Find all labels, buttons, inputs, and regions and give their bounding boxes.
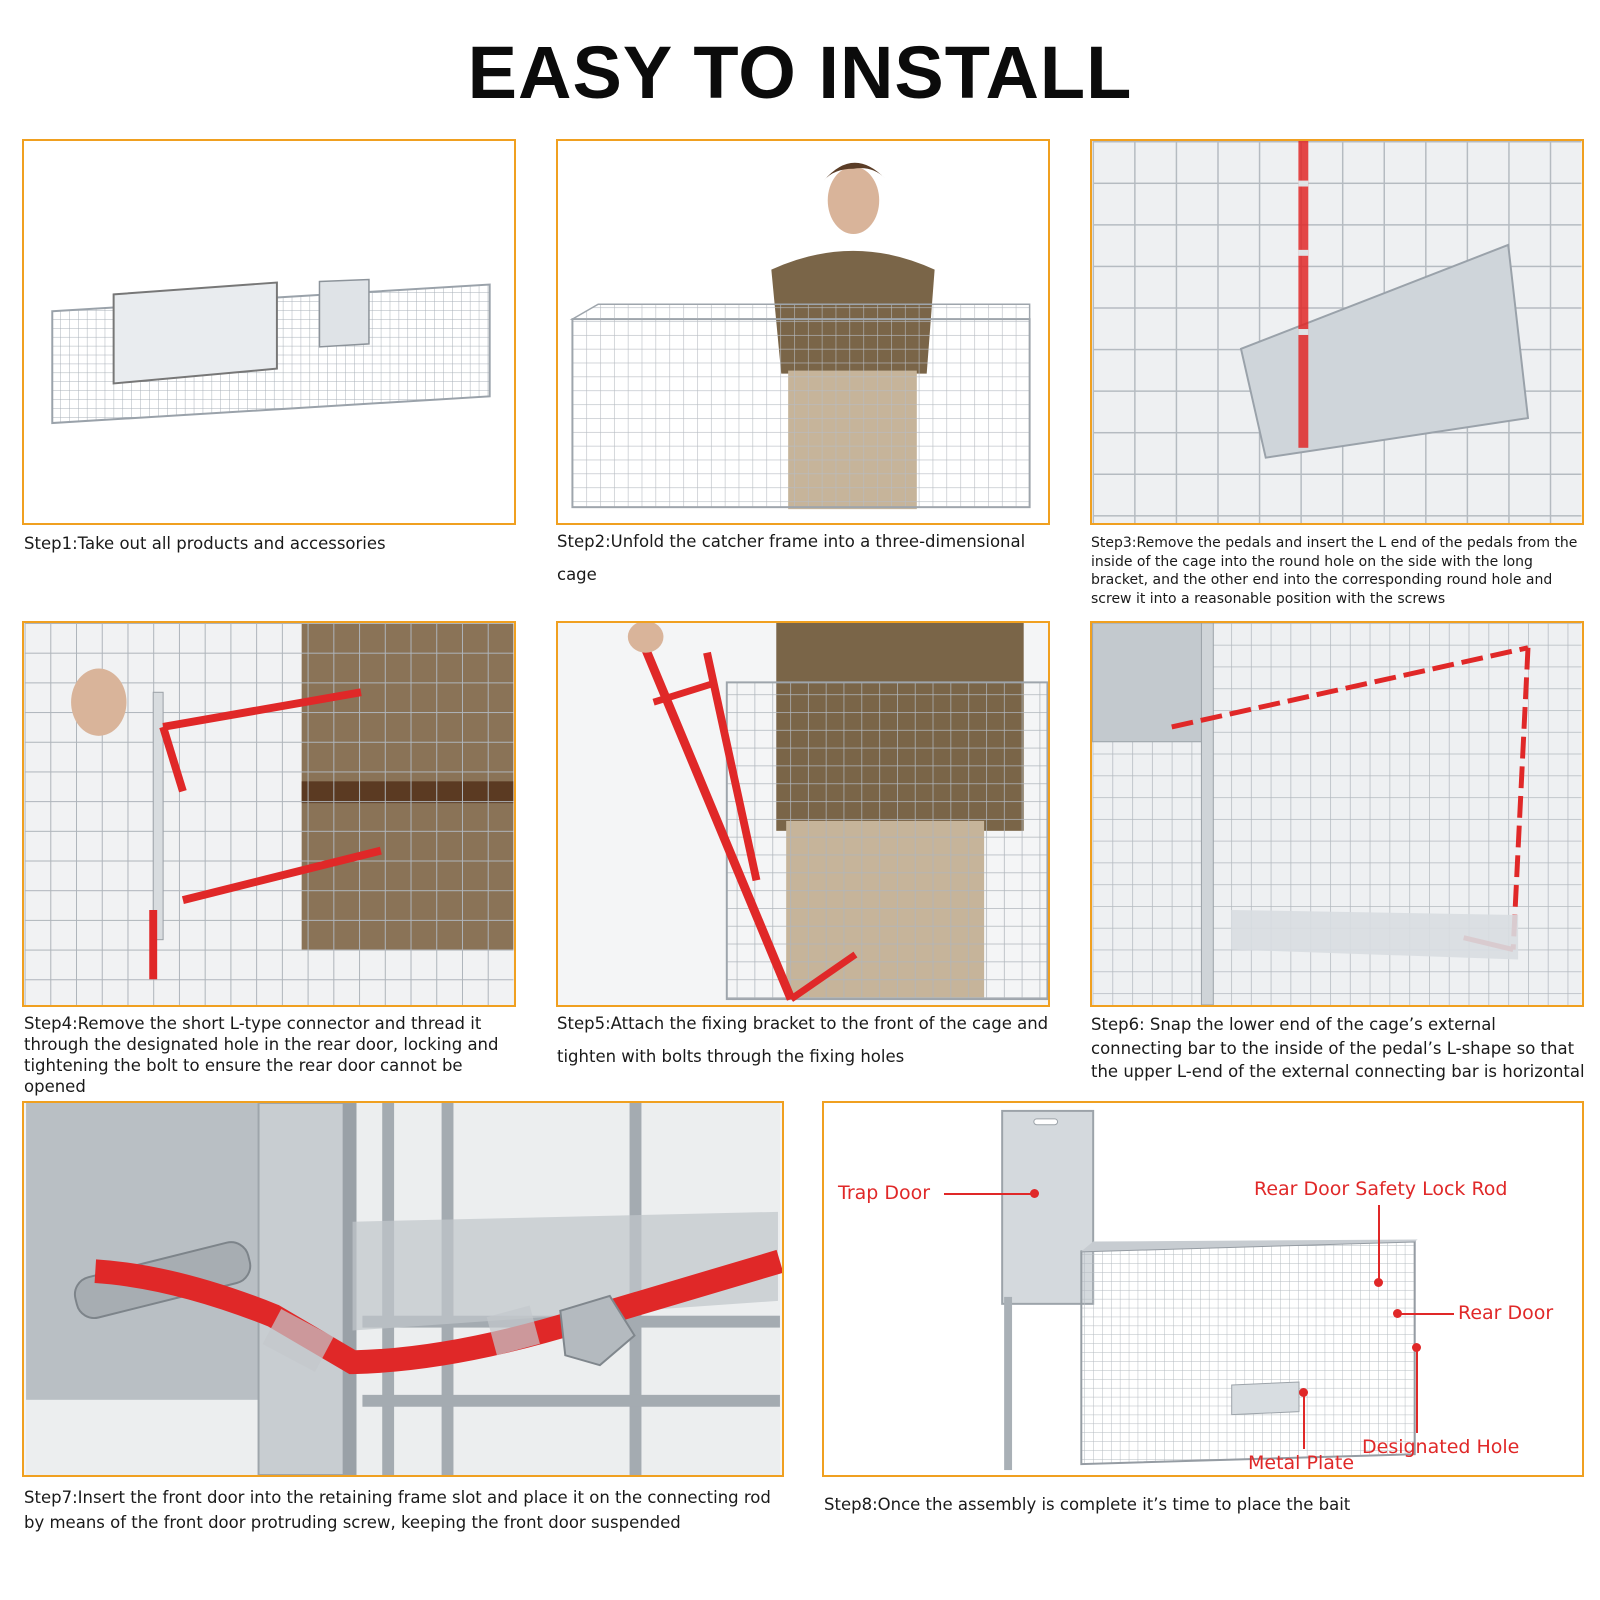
step7-caption: Step7:Insert the front door into the ret… xyxy=(24,1488,771,1532)
assembled-trap-diagram xyxy=(1001,1109,1418,1471)
step2-photo xyxy=(556,139,1050,525)
callout-trap-door: Trap Door xyxy=(838,1182,931,1204)
step8-photo xyxy=(822,1101,1584,1477)
fixing-bracket xyxy=(558,623,1048,1005)
callout-rear-door: Rear Door xyxy=(1458,1302,1554,1324)
callout-designated-hole-dot xyxy=(1412,1343,1421,1352)
step1-caption: Step1:Take out all products and accessor… xyxy=(24,534,386,553)
front-door-screw-closeup xyxy=(26,1103,782,1475)
callout-trap-door-dot xyxy=(1030,1189,1039,1198)
step1-photo xyxy=(22,139,516,525)
callout-metal-plate-dot xyxy=(1299,1388,1308,1397)
pedal-closeup xyxy=(1092,141,1582,523)
flat-cage-illustration xyxy=(51,278,491,425)
callout-rear-door-line xyxy=(1398,1313,1454,1315)
step2-caption: Step2:Unfold the catcher frame into a th… xyxy=(557,532,1026,584)
callout-rear-door-safety-lock-rod: Rear Door Safety Lock Rod xyxy=(1254,1178,1508,1200)
step3-caption: Step3:Remove the pedals and insert the L… xyxy=(1091,535,1578,607)
callout-metal-plate-line xyxy=(1303,1393,1305,1449)
callout-lock-rod-line xyxy=(1378,1205,1380,1281)
person-unfolding-cage xyxy=(569,162,1031,510)
rear-door-connector xyxy=(24,623,514,1005)
step7-photo xyxy=(22,1101,784,1477)
step5-caption: Step5:Attach the fixing bracket to the f… xyxy=(557,1014,1049,1066)
step6-photo xyxy=(1090,621,1584,1007)
step8-caption: Step8:Once the assembly is complete it’s… xyxy=(824,1495,1351,1514)
callout-rear-door-dot xyxy=(1393,1309,1402,1318)
step5-photo xyxy=(556,621,1050,1007)
step3-photo xyxy=(1090,139,1584,525)
external-connecting-bar xyxy=(1092,623,1582,1005)
callout-metal-plate: Metal Plate xyxy=(1248,1452,1355,1474)
callout-lock-rod-dot xyxy=(1374,1278,1383,1287)
page-title: EASY TO INSTALL xyxy=(467,31,1133,114)
callout-designated-hole: Designated Hole xyxy=(1362,1436,1520,1458)
step6-caption: Step6: Snap the lower end of the cage’s … xyxy=(1091,1015,1585,1081)
callout-designated-hole-line xyxy=(1416,1348,1418,1433)
step4-caption: Step4:Remove the short L-type connector … xyxy=(24,1014,499,1096)
callout-trap-door-line xyxy=(944,1193,1032,1195)
step4-photo xyxy=(22,621,516,1007)
